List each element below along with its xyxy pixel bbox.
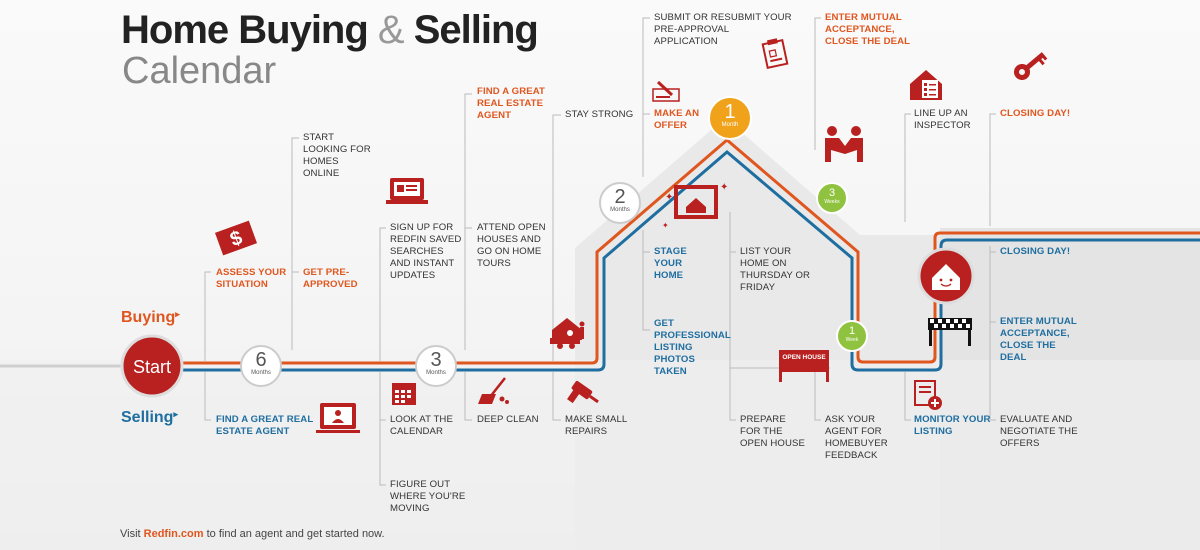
step-listing-photos: Get professional listing photos taken — [654, 318, 731, 377]
svg-text:✦: ✦ — [662, 221, 669, 230]
selling-path — [152, 150, 1200, 372]
step-submit-preapproval: Submit or resubmit your pre-approval app… — [654, 12, 792, 47]
redfin-link[interactable]: Redfin.com — [143, 528, 204, 540]
step-start-looking: Start looking for homes online — [303, 132, 371, 179]
step-find-agent-buying: Find a great real estate agent — [477, 86, 545, 121]
step-prepare-open-house: Prepare for the open house — [740, 414, 805, 449]
page-subtitle: Calendar — [122, 50, 277, 92]
happy-house-icon — [917, 247, 975, 305]
step-figure-out-moving: Figure out where you're moving — [390, 479, 466, 514]
step-sign-up: Sign up for Redfin saved searches and in… — [390, 222, 462, 281]
finish-flag-icon — [928, 318, 972, 346]
step-deep-clean: Deep clean — [477, 414, 539, 425]
key-icon — [1014, 52, 1048, 80]
step-ask-agent-feedback: Ask your agent for homebuyer feedback — [825, 414, 888, 461]
step-line-up-inspector: Line up an inspector — [914, 108, 971, 131]
checklist-house-icon — [910, 70, 942, 100]
drill-icon — [567, 380, 599, 404]
family-house-icon — [550, 318, 585, 349]
buying-path — [152, 138, 1200, 365]
page-title: Home Buying & Selling — [121, 8, 539, 52]
open-house-sign-text: OPEN HOUSE — [782, 354, 826, 361]
title-ampersand: & — [377, 8, 405, 52]
icons: $ ✦ — [214, 38, 1048, 433]
step-closing-day-buying: Closing day! — [1000, 108, 1071, 119]
dollar-bill-icon: $ — [214, 220, 258, 256]
start-marker — [120, 334, 184, 398]
laptop-icon — [386, 178, 428, 204]
clipboard-icon — [761, 38, 789, 70]
step-enter-mutual-buying: Enter mutual acceptance, close the deal — [825, 12, 911, 47]
start-label: Start — [132, 357, 171, 377]
svg-text:✦: ✦ — [720, 182, 728, 193]
svg-text:✦: ✦ — [665, 192, 673, 203]
step-evaluate-offers: Evaluate and negotiate the offers — [1000, 414, 1078, 449]
step-assess-situation: Assess your situation — [216, 267, 287, 290]
framed-house-icon: ✦ ✦ ✦ — [662, 182, 728, 230]
broom-icon — [478, 377, 509, 404]
selling-label: Selling ▸ — [121, 409, 178, 426]
step-stage-home: Stage your home — [654, 246, 687, 281]
step-attend-open-houses: Attend open houses and go on home tours — [477, 222, 546, 269]
step-closing-day-selling: Closing day! — [1000, 246, 1071, 257]
step-make-offer: Make an offer — [654, 108, 700, 131]
step-list-home: List your home on Thursday or Friday — [740, 246, 811, 293]
step-small-repairs: Make small repairs — [565, 414, 627, 437]
handshake-icon — [825, 126, 863, 162]
buying-label: Buying ▸ — [121, 309, 180, 326]
step-stay-strong: Stay strong — [565, 109, 634, 120]
monitor-agent-icon — [316, 403, 360, 433]
buying-leader-lines — [204, 17, 996, 361]
selling-leader-lines — [204, 212, 996, 486]
document-plus-icon — [914, 380, 942, 410]
step-monitor-listing: Monitor your listing — [914, 414, 991, 437]
calendar-icon — [392, 383, 416, 405]
step-find-agent-selling: Find a great real estate agent — [216, 414, 314, 437]
step-enter-mutual-selling: Enter mutual acceptance, close the deal — [1000, 316, 1077, 363]
step-get-preapproved: Get pre-approved — [303, 267, 358, 290]
open-house-sign-icon — [779, 350, 829, 382]
step-look-calendar: Look at the calendar — [390, 414, 453, 437]
footer-note: Visit Redfin.com to find an agent and ge… — [120, 528, 385, 540]
check-icon — [652, 80, 680, 102]
